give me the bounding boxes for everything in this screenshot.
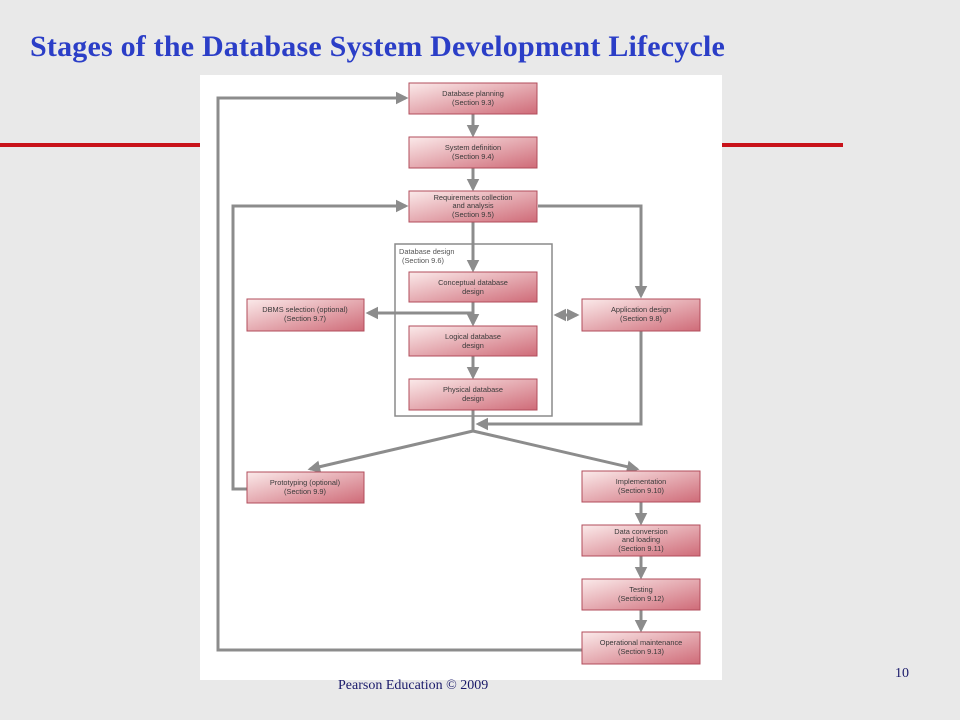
svg-text:Application design: Application design [611,305,671,314]
svg-text:Requirements collection: Requirements collection [434,193,513,202]
lifecycle-diagram: Database design (Section 9.6) [200,75,722,680]
node-data-conversion: Data conversion and loading (Section 9.1… [581,524,701,557]
svg-text:Conceptual database: Conceptual database [438,278,508,287]
svg-text:and analysis: and analysis [452,201,493,210]
svg-text:(Section 9.8): (Section 9.8) [620,314,662,323]
title-underline-right [722,143,843,147]
slide-title: Stages of the Database System Developmen… [30,30,726,63]
node-implementation: Implementation (Section 9.10) [581,470,701,503]
svg-text:(Section 9.9): (Section 9.9) [284,487,326,496]
svg-text:Logical database: Logical database [445,332,501,341]
node-logical-design: Logical database design [408,325,538,357]
design-group-title: Database design [399,247,454,256]
svg-text:(Section 9.10): (Section 9.10) [618,486,664,495]
svg-text:Physical database: Physical database [443,385,503,394]
svg-text:(Section 9.5): (Section 9.5) [452,210,494,219]
svg-text:(Section 9.11): (Section 9.11) [618,544,663,553]
node-testing: Testing (Section 9.12) [581,578,701,611]
svg-text:Database planning: Database planning [442,89,504,98]
node-operational-maintenance: Operational maintenance (Section 9.13) [581,631,701,665]
arrow-to-prototyping [307,429,474,473]
node-prototyping: Prototyping (optional) (Section 9.9) [246,471,365,504]
svg-text:(Section 9.4): (Section 9.4) [452,152,494,161]
title-underline-left [0,143,200,147]
arrow-application-to-junction [475,331,643,431]
svg-text:Implementation: Implementation [616,477,667,486]
svg-text:(Section 9.3): (Section 9.3) [452,98,494,107]
arrow-prototyping-to-requirements [231,199,409,491]
svg-text:(Section 9.12): (Section 9.12) [618,594,664,603]
svg-text:design: design [462,287,484,296]
svg-text:(Section 9.7): (Section 9.7) [284,314,326,323]
svg-text:Operational maintenance: Operational maintenance [600,638,683,647]
svg-text:Data conversion: Data conversion [614,527,667,536]
svg-text:Prototyping (optional): Prototyping (optional) [270,478,340,487]
arrow-maintenance-to-planning [216,91,582,652]
node-requirements-collection: Requirements collection and analysis (Se… [408,190,538,223]
node-conceptual-design: Conceptual database design [408,271,538,303]
svg-text:design: design [462,341,484,350]
svg-text:DBMS selection (optional): DBMS selection (optional) [262,305,347,314]
design-group-section: (Section 9.6) [402,256,444,265]
footer-copyright: Pearson Education © 2009 [338,678,489,693]
page-number: 10 [895,666,909,681]
node-dbms-selection: DBMS selection (optional) (Section 9.7) [246,298,365,332]
node-physical-design: Physical database design [408,378,538,411]
node-system-definition: System definition (Section 9.4) [408,136,538,169]
lifecycle-diagram-svg: Database design (Section 9.6) [216,82,701,665]
svg-text:System definition: System definition [445,143,501,152]
arrow-to-implementation [472,429,640,473]
svg-text:design: design [462,394,484,403]
svg-text:(Section 9.13): (Section 9.13) [618,647,664,656]
svg-text:Testing: Testing [629,585,652,594]
arrow-requirements-to-application [538,204,648,299]
node-database-planning: Database planning (Section 9.3) [408,82,538,115]
connectors [216,91,648,652]
svg-text:and loading: and loading [622,535,660,544]
node-application-design: Application design (Section 9.8) [581,298,701,332]
